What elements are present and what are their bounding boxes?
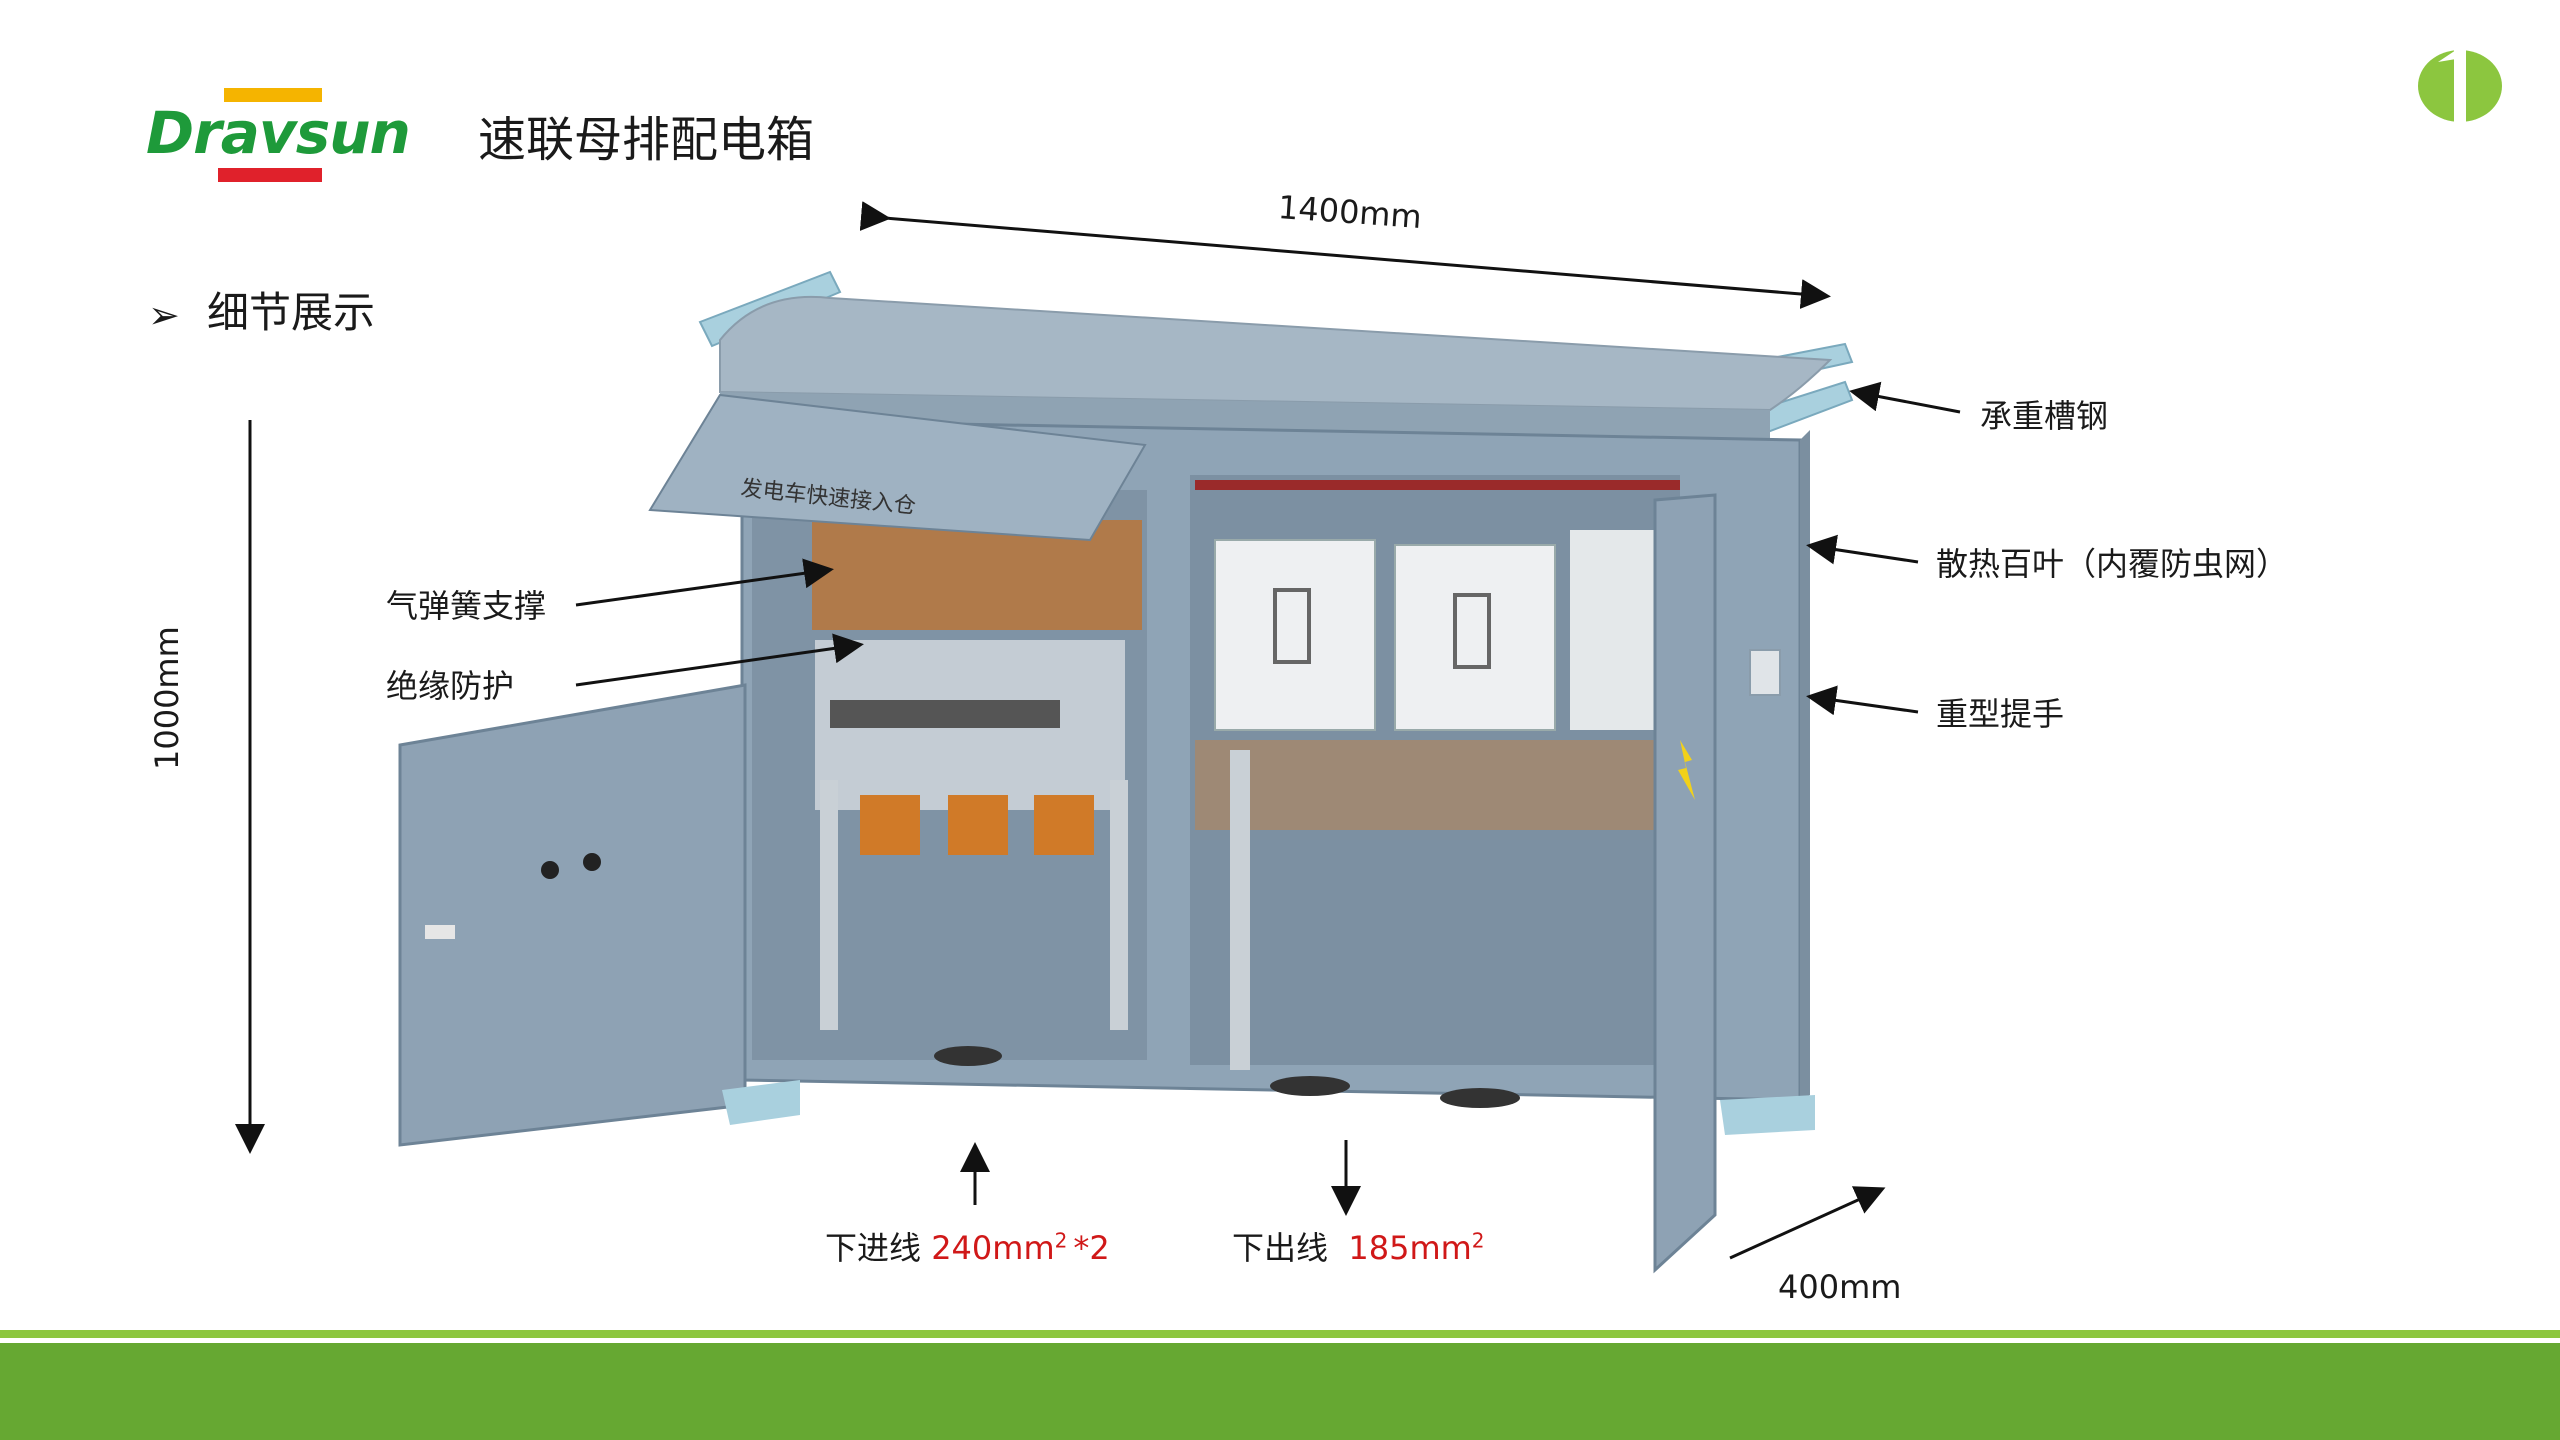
section-bullet-icon: ➢ <box>148 293 180 337</box>
inlet-label: 下进线 <box>825 1229 922 1267</box>
height-dimension-label: 1000mm <box>148 626 186 770</box>
page-title: 速联母排配电箱 <box>478 112 815 168</box>
section-title: 细节展示 <box>207 288 376 337</box>
outlet-label: 下出线 <box>1232 1229 1329 1267</box>
callout-louver: 散热百叶（内覆防虫网） <box>1936 545 2289 583</box>
callout-gas-spring: 气弹簧支撑 <box>386 587 547 625</box>
footer-bar <box>0 1343 2560 1440</box>
logo-text: Dravsun <box>146 99 411 167</box>
footer-accent-line <box>0 1330 2560 1338</box>
cabinet-illustration: 发电车快速接入仓 <box>235 201 1961 1274</box>
inlet-suffix: *2 <box>1073 1229 1110 1267</box>
outlet-value: 185mm <box>1348 1229 1472 1267</box>
inlet-spec: 下进线 240mm2*2 <box>825 1226 1110 1270</box>
inlet-value: 240mm <box>931 1229 1055 1267</box>
callout-insulation: 绝缘防护 <box>386 667 515 705</box>
corner-emblem-icon <box>2418 46 2502 122</box>
brand-logo: Dravsun <box>146 88 411 188</box>
logo-yellow-bar <box>224 88 322 102</box>
inlet-sup: 2 <box>1054 1228 1068 1253</box>
outlet-spec: 下出线 185mm2 <box>1232 1226 1485 1270</box>
callout-channel-steel: 承重槽钢 <box>1980 397 2109 435</box>
depth-dimension-label: 400mm <box>1778 1268 1902 1306</box>
depth-dimension-arrow <box>1729 1186 1886 1260</box>
width-dimension-arrow <box>859 201 1831 309</box>
callout-handle: 重型提手 <box>1936 695 2065 733</box>
outlet-sup: 2 <box>1471 1228 1485 1253</box>
logo-red-bar <box>218 168 322 182</box>
